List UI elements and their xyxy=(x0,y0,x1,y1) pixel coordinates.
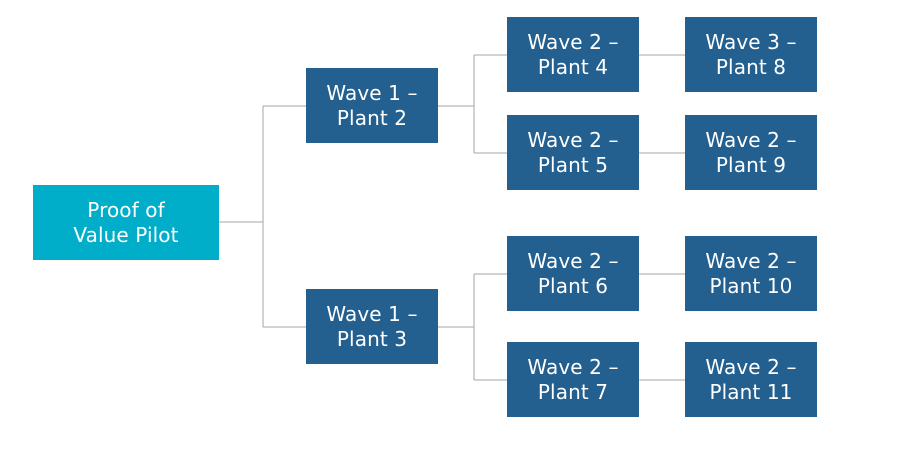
node-line-1: Wave 2 – xyxy=(705,127,797,152)
node-line-2: Plant 7 xyxy=(537,379,609,404)
node-line-2: Plant 11 xyxy=(709,379,793,404)
node-label: Wave 2 – Plant 4 xyxy=(527,30,618,80)
node-line-2: Plant 10 xyxy=(709,273,793,298)
node-line-1: Wave 2 – xyxy=(527,354,619,379)
node-line-1: Wave 2 – xyxy=(527,127,619,152)
node-label: Wave 2 – Plant 5 xyxy=(527,128,618,178)
node-line-1: Wave 2 – xyxy=(705,248,797,273)
node-wave-2-plant-5: Wave 2 – Plant 5 xyxy=(507,115,639,190)
node-wave-2-plant-6: Wave 2 – Plant 6 xyxy=(507,236,639,311)
node-label: Wave 3 – Plant 8 xyxy=(705,30,796,80)
node-line-2: Plant 8 xyxy=(715,54,787,79)
root-node-line-2: Value Pilot xyxy=(73,222,179,247)
node-label: Wave 2 – Plant 10 xyxy=(705,249,796,299)
node-label: Wave 1 – Plant 2 xyxy=(326,81,417,131)
node-label: Wave 2 – Plant 6 xyxy=(527,249,618,299)
root-node-proof-of-value-pilot: Proof of Value Pilot xyxy=(33,185,219,260)
node-line-1: Wave 1 – xyxy=(326,80,418,105)
node-wave-2-plant-10: Wave 2 – Plant 10 xyxy=(685,236,817,311)
node-label: Wave 2 – Plant 7 xyxy=(527,355,618,405)
node-line-1: Wave 3 – xyxy=(705,29,797,54)
node-line-1: Wave 2 – xyxy=(527,29,619,54)
node-line-1: Wave 2 – xyxy=(527,248,619,273)
node-label: Wave 2 – Plant 9 xyxy=(705,128,796,178)
node-wave-1-plant-2: Wave 1 – Plant 2 xyxy=(306,68,438,143)
node-line-2: Plant 9 xyxy=(715,152,787,177)
node-wave-2-plant-4: Wave 2 – Plant 4 xyxy=(507,17,639,92)
node-line-2: Plant 2 xyxy=(336,105,408,130)
node-line-1: Wave 1 – xyxy=(326,301,418,326)
node-wave-3-plant-8: Wave 3 – Plant 8 xyxy=(685,17,817,92)
node-wave-2-plant-7: Wave 2 – Plant 7 xyxy=(507,342,639,417)
node-line-2: Plant 3 xyxy=(336,326,408,351)
root-node-label: Proof of Value Pilot xyxy=(73,198,178,248)
node-label: Wave 2 – Plant 11 xyxy=(705,355,796,405)
node-line-2: Plant 5 xyxy=(537,152,609,177)
node-line-1: Wave 2 – xyxy=(705,354,797,379)
node-wave-2-plant-9: Wave 2 – Plant 9 xyxy=(685,115,817,190)
node-line-2: Plant 4 xyxy=(537,54,609,79)
node-wave-1-plant-3: Wave 1 – Plant 3 xyxy=(306,289,438,364)
node-label: Wave 1 – Plant 3 xyxy=(326,302,417,352)
root-node-line-1: Proof of xyxy=(87,197,165,222)
node-wave-2-plant-11: Wave 2 – Plant 11 xyxy=(685,342,817,417)
node-line-2: Plant 6 xyxy=(537,273,609,298)
